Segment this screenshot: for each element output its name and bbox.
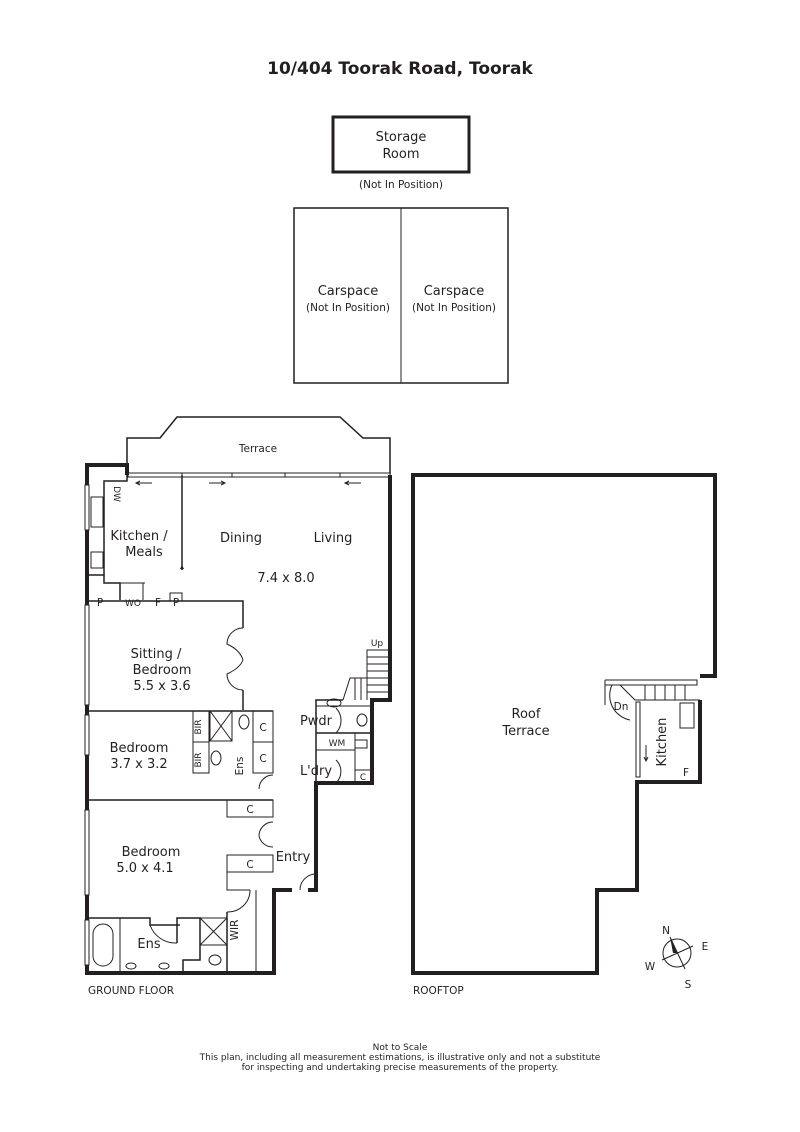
cupboard-label-5: C [360,773,366,783]
bir-label-1: BIR [194,719,204,734]
pantry-label-2: P [173,597,179,609]
storage-label-1: Storage [376,130,427,145]
cupboard-label-3: C [246,804,253,816]
wir-label: WIR [229,920,241,941]
rooftop-kitchen-label: Kitchen [655,718,670,767]
ensuite-2-label: Ens [234,757,246,776]
bir-label-2: BIR [194,752,204,767]
cupboard-label-4: C [246,859,253,871]
rooftop-label: ROOFTOP [413,985,464,997]
kitchen-label-2: Meals [125,545,163,560]
storage-room: Storage Room (Not In Position) [331,115,471,191]
storage-note: (Not In Position) [359,179,443,191]
roof-terrace-label-2: Terrace [501,724,549,739]
kitchen-label-1: Kitchen / [110,529,168,544]
fridge-label: F [155,597,161,609]
compass-west: W [645,961,656,973]
compass-north: N [662,925,670,937]
sitting-label-2: Bedroom [133,663,192,678]
storage-label-2: Room [382,147,419,162]
sitting-size: 5.5 x 3.6 [133,679,190,694]
bedroom-2-size: 3.7 x 3.2 [110,757,167,772]
stairs-down-label: Dn [614,701,629,713]
cupboard-label-1: C [259,722,266,734]
ensuite-1-label: Ens [137,937,160,952]
compass-east: E [702,941,709,953]
powder-label: Pwdr [300,714,333,729]
footer-scale-note: Not to Scale [373,1043,428,1053]
bedroom-1-label: Bedroom [122,845,181,860]
dishwasher-label: DW [111,486,121,502]
rooftop-fridge-label: F [683,767,689,779]
living-size: 7.4 x 8.0 [257,571,314,586]
ground-floor-label: GROUND FLOOR [88,985,174,997]
washing-machine-label: WM [329,739,346,749]
compass-south: S [685,979,692,991]
pantry-label-1: P [97,597,103,609]
sitting-label-1: Sitting / [131,647,182,662]
carspace-2-note: (Not In Position) [412,302,496,314]
laundry-label: L'dry [300,764,332,779]
carspace-1-note: (Not In Position) [306,302,390,314]
footer-disclaimer-2: for inspecting and undertaking precise m… [242,1063,559,1073]
wall-oven-label: WO [125,599,141,609]
bedroom-2-label: Bedroom [110,741,169,756]
roof-terrace-label-1: Roof [512,707,541,722]
carspaces: Carspace (Not In Position) Carspace (Not… [293,207,509,384]
rooftop-plan: Dn Kitchen F Roof Terrace ROOFTOP [411,473,717,997]
stairs-up-label: Up [371,639,384,649]
bedroom-1-size: 5.0 x 4.1 [116,861,173,876]
cupboard-label-2: C [259,753,266,765]
footer-disclaimer-1: This plan, including all measurement est… [199,1053,601,1063]
ground-floor-plan: Terrace DW Kitchen / Meals P WO F [84,416,392,997]
compass-icon: N E W S [645,925,709,991]
living-label: Living [314,531,353,546]
carspace-2-label: Carspace [424,284,485,299]
entry-label: Entry [276,850,311,865]
plan-title: 10/404 Toorak Road, Toorak [267,59,533,79]
carspace-1-label: Carspace [318,284,379,299]
dining-label: Dining [220,531,262,546]
terrace-label: Terrace [238,443,277,455]
